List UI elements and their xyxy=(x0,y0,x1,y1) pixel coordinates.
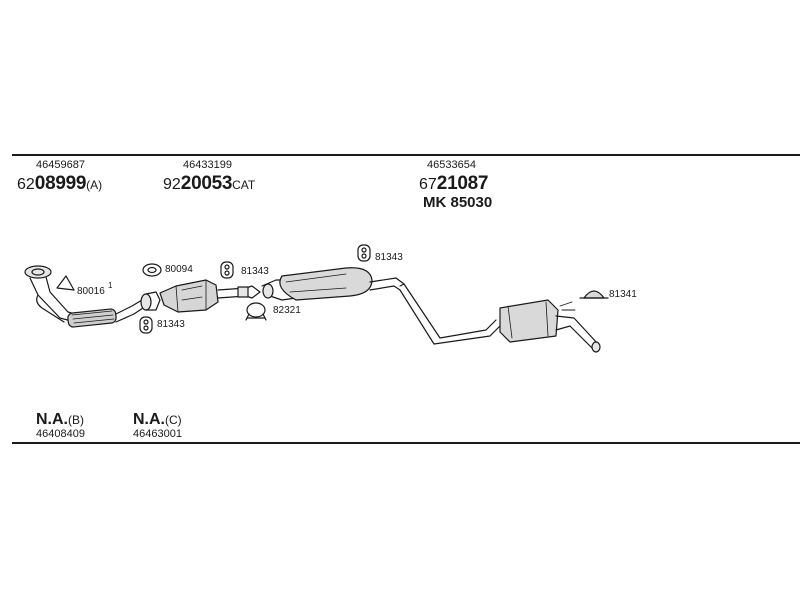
na-bold: N.A. xyxy=(133,411,165,428)
bottom-divider xyxy=(12,442,800,444)
oe-number-catalyst: 46433199 xyxy=(183,159,232,171)
part-prefix: 62 xyxy=(17,176,35,193)
part-number-front-pipe: 6208999(A) xyxy=(17,174,102,193)
front-pipe-drawing xyxy=(24,265,161,328)
part-suffix: CAT xyxy=(232,178,256,192)
part-bold: 21087 xyxy=(436,173,489,194)
oe-number-b: 46408409 xyxy=(36,428,85,440)
callout-81343-left: 81343 xyxy=(157,319,185,330)
oe-number-front-pipe: 46459687 xyxy=(36,159,85,171)
gasket-80016 xyxy=(56,275,75,291)
callout-81343-mid: 81343 xyxy=(375,252,403,263)
part-bold: 20053 xyxy=(180,173,233,194)
callout-81343-top: 81343 xyxy=(241,266,269,277)
na-label-b: N.A.(B) xyxy=(36,412,84,428)
part-prefix: 92 xyxy=(163,176,181,193)
na-suffix: (C) xyxy=(165,413,182,427)
oe-number-c: 46463001 xyxy=(133,428,182,440)
mounting-kit-label: MK 85030 xyxy=(423,194,493,211)
part-suffix: (A) xyxy=(86,178,103,192)
part-prefix: 67 xyxy=(419,176,437,193)
na-label-c: N.A.(C) xyxy=(133,412,182,428)
top-divider xyxy=(12,154,800,156)
part-number-middle-silencer: 6721087 xyxy=(419,174,488,193)
rubber-mount-81341-icon xyxy=(579,290,609,299)
part-number-catalyst: 9220053CAT xyxy=(163,174,255,193)
callout-81341: 81341 xyxy=(609,289,637,300)
oe-number-middle-silencer: 46533654 xyxy=(427,159,476,171)
hanger-81343-left-icon xyxy=(139,316,153,334)
part-bold: 08999 xyxy=(34,173,87,194)
callout-superscript: 1 xyxy=(108,281,113,290)
catalyst-drawing xyxy=(159,279,261,313)
na-bold: N.A. xyxy=(36,411,68,428)
intermediate-pipe-drawing xyxy=(399,283,501,345)
middle-silencer-drawing xyxy=(261,267,405,301)
na-suffix: (B) xyxy=(68,413,84,427)
callout-82321: 82321 xyxy=(273,305,301,316)
hanger-81343-top-icon xyxy=(220,261,234,279)
hanger-81343-mid-icon xyxy=(357,244,371,262)
rear-silencer-drawing xyxy=(499,299,601,353)
clamp-82321 xyxy=(245,302,267,321)
callout-80094: 80094 xyxy=(165,264,193,275)
gasket-80094 xyxy=(142,263,162,277)
callout-80016: 80016 xyxy=(77,286,105,297)
